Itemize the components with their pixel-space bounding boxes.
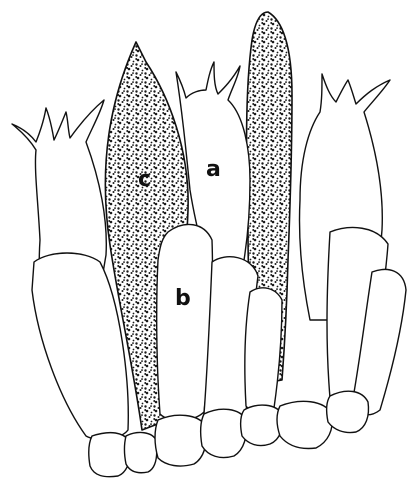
- base-cell-5: [241, 405, 283, 446]
- label-a: a: [206, 157, 221, 182]
- base-cell-6: [277, 401, 332, 448]
- base-cell-7: [327, 391, 369, 432]
- base-cell-3: [155, 415, 207, 466]
- label-c: c: [138, 167, 151, 192]
- base-cell-4: [201, 409, 247, 457]
- basal-cell-small: [245, 288, 282, 412]
- basidiole-b: [157, 224, 213, 420]
- label-b: b: [175, 286, 191, 311]
- basal-cell-left-1: [32, 253, 128, 439]
- base-cell-2: [125, 433, 157, 473]
